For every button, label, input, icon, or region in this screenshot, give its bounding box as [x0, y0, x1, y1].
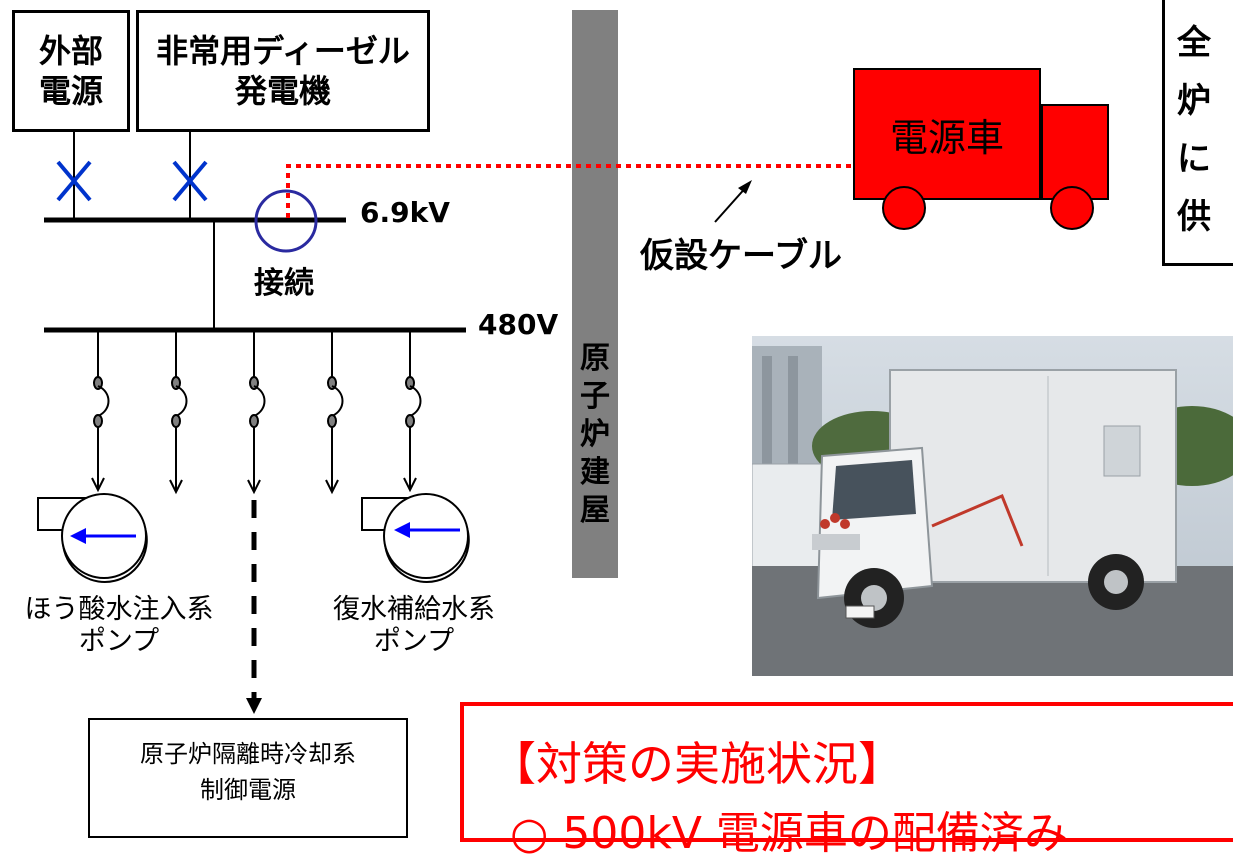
- feeder-branches: [91, 332, 422, 495]
- power-truck-body: 電源車: [853, 68, 1041, 200]
- boric-acid-pump-label: ほう酸水注入系 ポンプ: [24, 594, 214, 657]
- bus-480v-label: 480V: [478, 308, 559, 341]
- bus-6-9kv-label: 6.9kV: [360, 196, 450, 229]
- temporary-cable-label: 仮設ケーブル: [640, 236, 842, 276]
- note-box: 全 炉 に 供: [1162, 0, 1233, 266]
- pump-icon: [37, 493, 148, 583]
- power-truck-photo-illustration: [752, 336, 1233, 676]
- power-truck-photo: [752, 336, 1233, 676]
- power-truck-cab: [1041, 104, 1109, 200]
- reactor-building-label: 原 子 炉 建 屋: [580, 341, 610, 528]
- diesel-generator-box: 非常用ディーゼル 発電機: [136, 10, 430, 132]
- single-line-diagram: [37, 132, 854, 714]
- truck-wheel-icon: [882, 186, 926, 230]
- status-title: 【対策の実施状況】: [490, 737, 904, 791]
- truck-wheel-icon: [1050, 186, 1094, 230]
- pump-icon: [361, 493, 470, 583]
- reactor-building-wall: [572, 10, 618, 578]
- temporary-cable: [286, 164, 854, 218]
- status-line: ○ 500kV 電源車の配備済み: [510, 808, 1068, 859]
- breaker-x-icon: [56, 160, 92, 202]
- control-power-box: 原子炉隔離時冷却系 制御電源: [88, 718, 408, 838]
- external-power-box: 外部 電源: [12, 10, 130, 132]
- power-truck-label: 電源車: [889, 115, 1004, 160]
- breaker-x-icon: [172, 160, 208, 202]
- connection-circle: [254, 189, 318, 253]
- connection-label: 接続: [254, 266, 314, 301]
- makeup-water-pump-label: 復水補給水系 ポンプ: [333, 594, 495, 657]
